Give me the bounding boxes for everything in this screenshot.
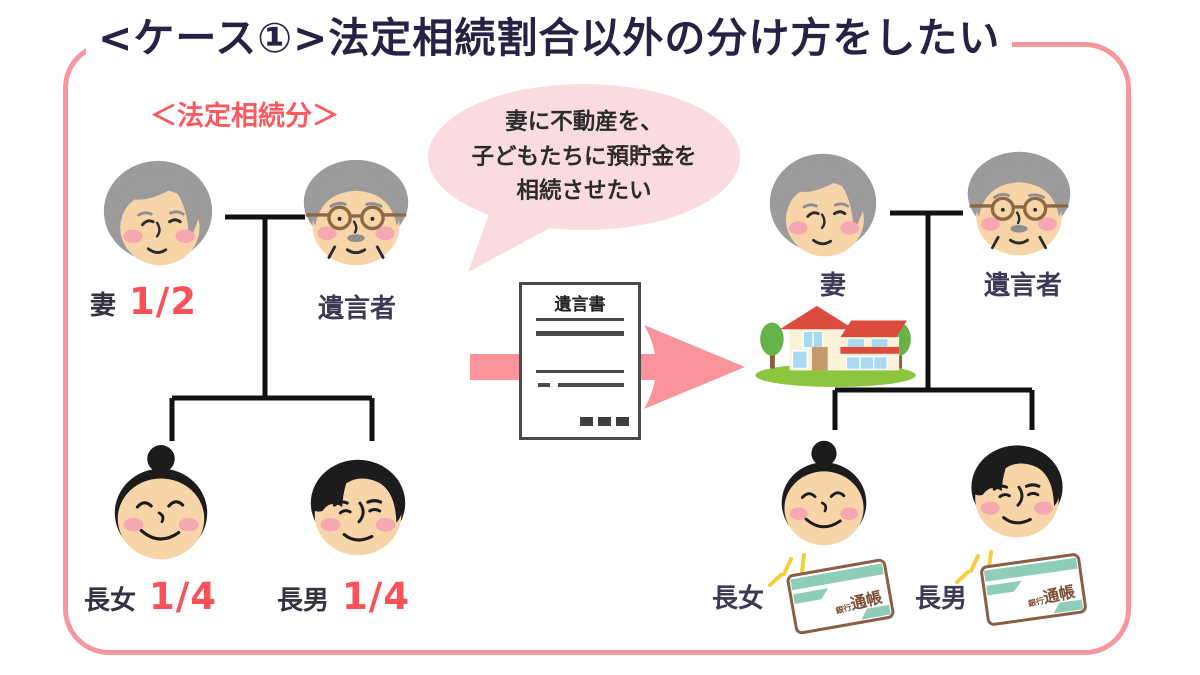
stamp-square	[580, 417, 593, 426]
right-son-illustration	[960, 434, 1074, 548]
will-document: 遺言書	[519, 282, 641, 440]
son-label: 長男	[277, 586, 330, 616]
bubble-line: 妻に不動産を、	[505, 108, 663, 135]
right-testator-illustration	[962, 148, 1076, 262]
right-testator-label: 遺言者	[984, 271, 1063, 301]
left-wife-illustration	[100, 157, 216, 273]
right-family-tree-lines	[832, 210, 1035, 430]
left-son-illustration	[299, 448, 417, 566]
wife-label: 妻	[90, 291, 117, 321]
left-testator-label: 遺言者	[318, 294, 397, 324]
right-daughter-label: 長女	[712, 584, 765, 614]
speech-bubble: 妻に不動産を、 子どもたちに預貯金を 相続させたい	[428, 84, 740, 230]
son-share: 1/4	[342, 575, 411, 618]
document-line	[538, 383, 550, 387]
passbook-bank-text: 銀行	[1027, 596, 1045, 609]
right-daughter-illustration	[770, 438, 878, 557]
stamp-square	[598, 417, 611, 426]
right-wife-label: 妻	[820, 271, 847, 301]
daughter-label: 長女	[84, 586, 137, 616]
right-wife-illustration	[766, 150, 880, 264]
will-document-title: 遺言書	[554, 295, 606, 315]
bubble-line: 子どもたちに預貯金を	[471, 143, 697, 170]
document-line	[558, 383, 624, 387]
left-daughter-label-row: 長女 1/4	[84, 575, 217, 618]
left-testator-illustration	[298, 156, 414, 272]
page-title: <ケース①>法定相続割合以外の分け方をしたい	[86, 4, 1013, 64]
bubble-line: 相続させたい	[516, 178, 652, 205]
right-son-label: 長男	[915, 584, 968, 614]
sparkle-icon	[768, 550, 993, 587]
document-line	[536, 370, 624, 373]
daughter-share: 1/4	[149, 575, 218, 618]
document-stamps	[580, 417, 629, 426]
document-line	[536, 331, 624, 336]
left-daughter-illustration	[102, 442, 220, 572]
house-icon	[750, 298, 922, 388]
legal-share-heading: ＜法定相続分＞	[150, 101, 339, 132]
stamp-square	[616, 417, 629, 426]
passbook-band	[986, 581, 1023, 596]
left-family-tree-lines	[169, 214, 375, 441]
document-line	[536, 318, 624, 321]
passbook-band	[793, 588, 830, 604]
wife-share: 1/2	[129, 280, 198, 323]
left-wife-label-row: 妻 1/2	[90, 280, 197, 323]
left-son-label-row: 長男 1/4	[277, 575, 410, 618]
